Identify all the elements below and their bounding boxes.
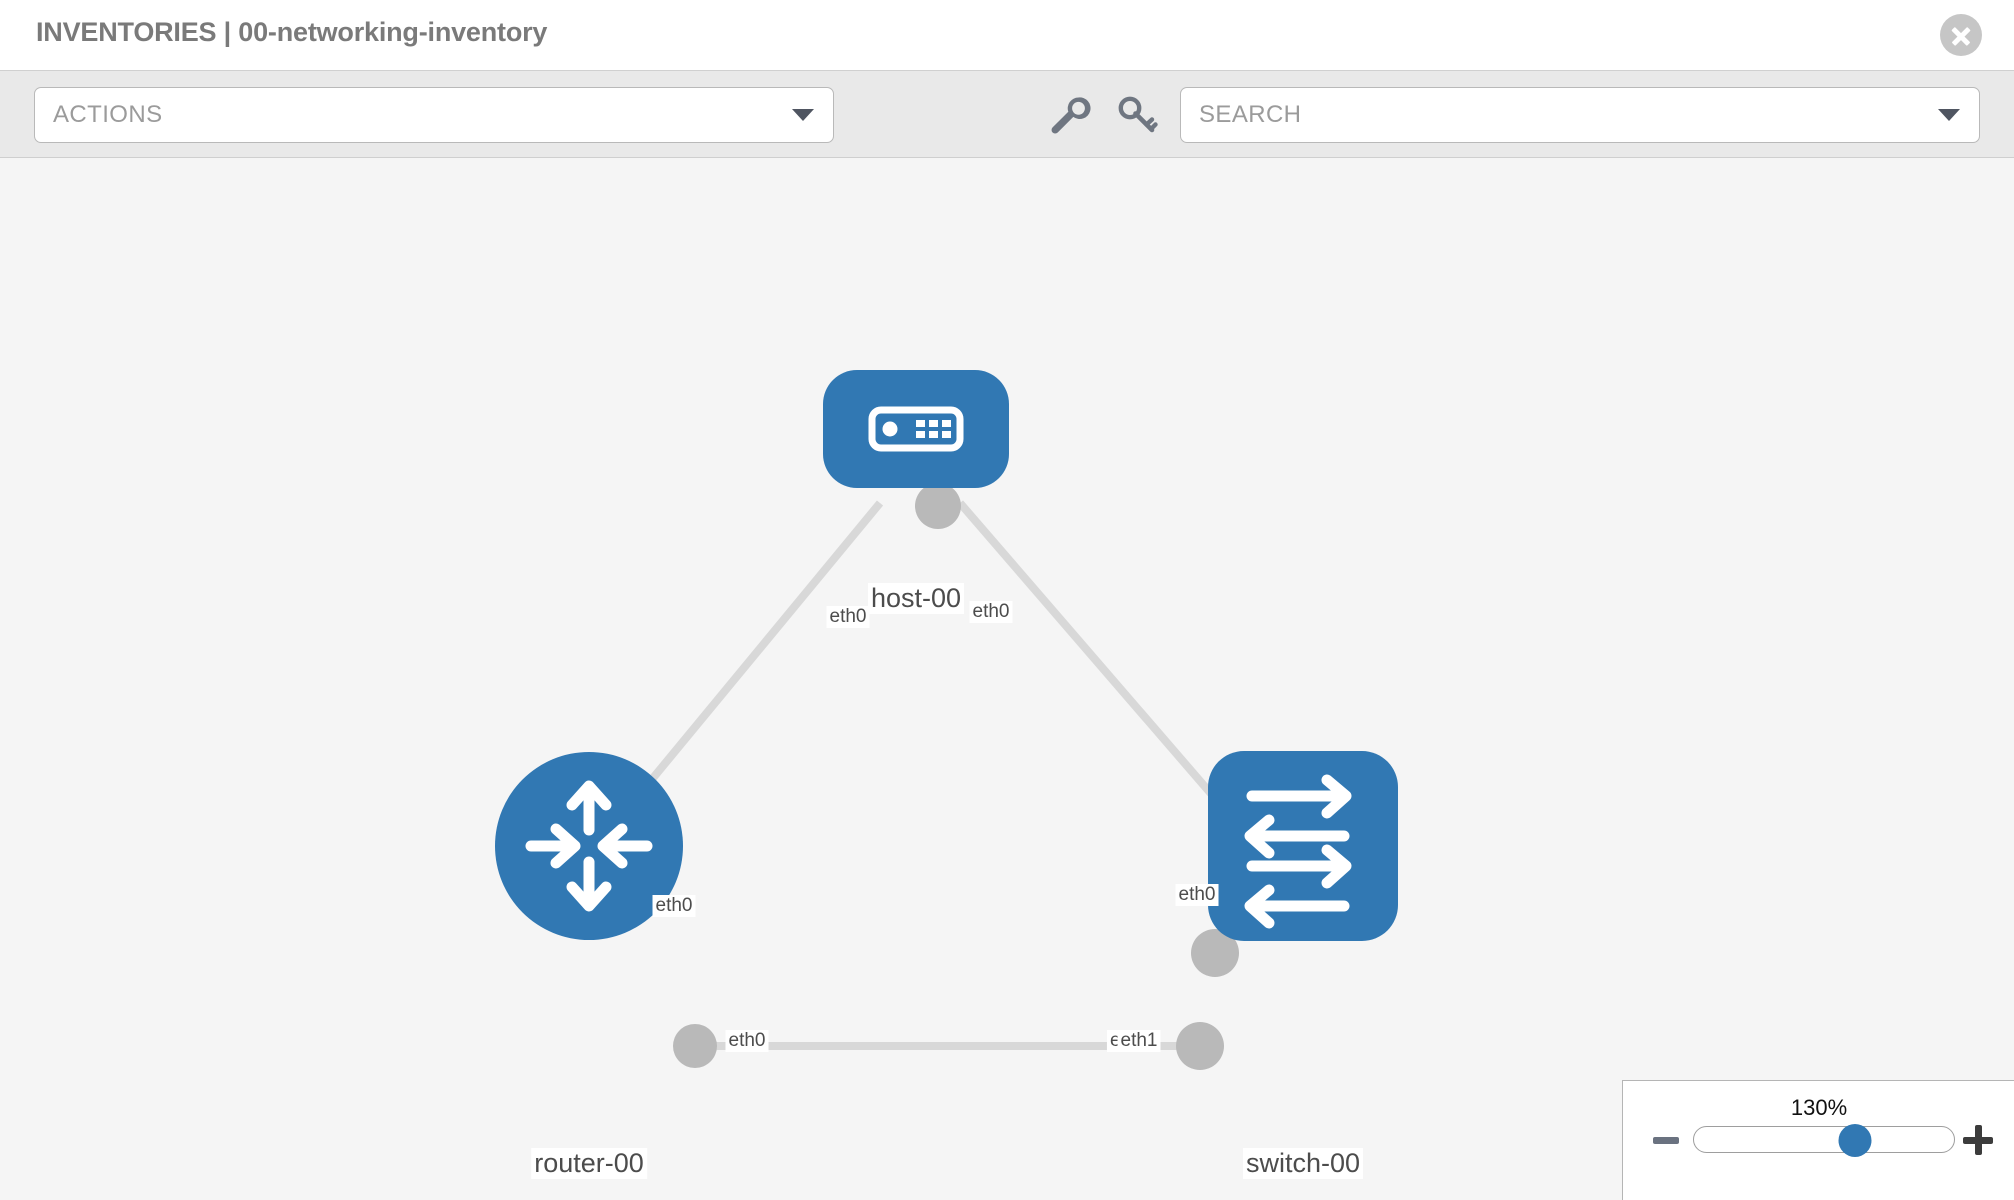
node-host-00[interactable]: [823, 370, 1009, 488]
topology-graph[interactable]: [0, 158, 2014, 1200]
iface-label: eth0: [1175, 884, 1219, 906]
bidirectional-arrows-icon: [1244, 774, 1352, 929]
iface-label: eth0: [826, 606, 870, 628]
node-label-switch-00: switch-00: [1242, 1148, 1364, 1180]
connector-router-right[interactable]: [673, 1024, 717, 1068]
link-host-router[interactable]: [616, 500, 884, 821]
iface-label: eth0: [725, 1030, 769, 1052]
minus-icon[interactable]: [1653, 1137, 1679, 1144]
connector-host-left[interactable]: [915, 483, 961, 529]
connector-switch-top-left[interactable]: [1191, 929, 1239, 977]
node-switch-00[interactable]: [1208, 751, 1398, 941]
node-router-00[interactable]: [495, 752, 683, 940]
chevron-down-icon: [792, 109, 814, 121]
search-input-placeholder: SEARCH: [1199, 101, 1302, 128]
link-host-switch[interactable]: [956, 500, 1236, 821]
close-icon[interactable]: [1940, 14, 1982, 56]
zoom-control-panel: 130%: [1622, 1080, 2014, 1200]
chevron-down-icon: [1938, 109, 1960, 121]
toolbar: ACTIONS SEARCH: [0, 70, 2014, 158]
topology-canvas[interactable]: eth0 eth0 eth0 eth0 eth0 etl eth1 host-0…: [0, 158, 2014, 1200]
key-icon[interactable]: [1108, 87, 1164, 143]
iface-label: eth0: [652, 895, 696, 917]
topology-connectors: [673, 483, 1239, 1070]
search-input[interactable]: SEARCH: [1180, 87, 1980, 143]
node-label-host-00: host-00: [867, 583, 965, 615]
iface-label: eth1: [1117, 1030, 1161, 1052]
wrench-icon[interactable]: [1040, 87, 1096, 143]
plus-icon[interactable]: [1963, 1125, 1993, 1155]
actions-dropdown[interactable]: ACTIONS: [34, 87, 834, 143]
connector-switch-mid-left[interactable]: [1176, 1022, 1224, 1070]
page-title: INVENTORIES | 00-networking-inventory: [36, 17, 548, 47]
zoom-slider-track[interactable]: [1693, 1126, 1955, 1153]
server-appliance-icon: [868, 406, 964, 452]
zoom-level-value: 130%: [1790, 1095, 1848, 1120]
actions-dropdown-label: ACTIONS: [53, 101, 163, 128]
four-arrows-inward-icon: [525, 780, 653, 912]
node-label-router-00: router-00: [531, 1148, 647, 1180]
zoom-slider-thumb[interactable]: [1838, 1124, 1872, 1157]
iface-label: eth0: [969, 601, 1013, 623]
page-header: INVENTORIES | 00-networking-inventory: [0, 0, 2014, 70]
